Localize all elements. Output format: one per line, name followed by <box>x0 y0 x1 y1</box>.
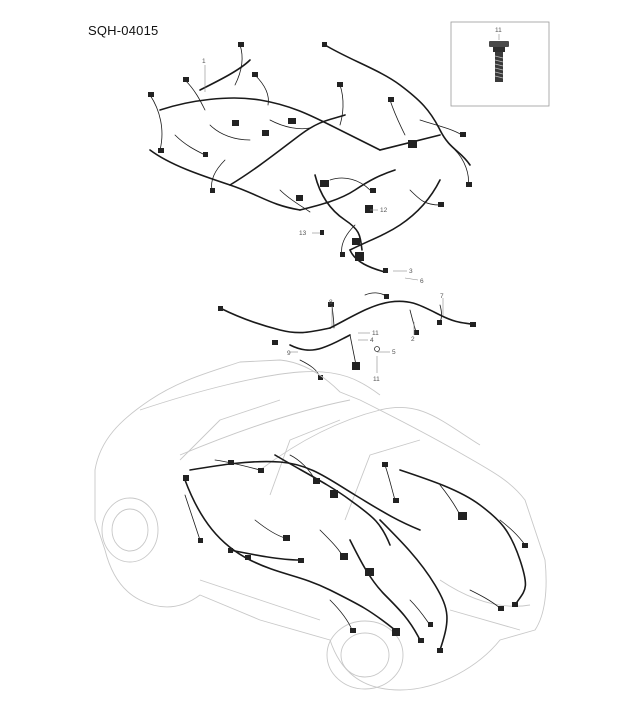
callout-2: 2 <box>411 336 415 343</box>
main-harness-assembly <box>148 42 472 273</box>
callout-9: 9 <box>287 350 291 357</box>
bolt-icon <box>489 41 509 82</box>
callout-4: 4 <box>370 337 374 344</box>
bolt-inset: 11 <box>450 21 550 107</box>
callout-1: 1 <box>202 58 206 65</box>
diagram-title: SQH-04015 <box>88 23 159 38</box>
callout-7: 7 <box>440 293 444 300</box>
callout-5: 5 <box>392 349 396 356</box>
middle-callouts: 8 7 2 11 4 9 5 11 <box>287 293 444 383</box>
callout-3: 3 <box>409 268 413 275</box>
callout-6: 6 <box>420 278 424 285</box>
harness-connectors <box>148 42 472 273</box>
callout-11-upper: 11 <box>372 330 379 337</box>
installed-harness <box>183 454 528 653</box>
callout-12: 12 <box>380 207 388 214</box>
callout-10: 11 <box>495 27 502 34</box>
callout-8: 8 <box>329 299 333 306</box>
sub-harness-assembly <box>218 292 476 380</box>
vehicle-outline <box>94 359 547 691</box>
top-callouts: 1 12 13 3 6 <box>202 58 424 285</box>
callout-11-lower: 11 <box>373 376 380 383</box>
callout-13: 13 <box>299 230 307 237</box>
